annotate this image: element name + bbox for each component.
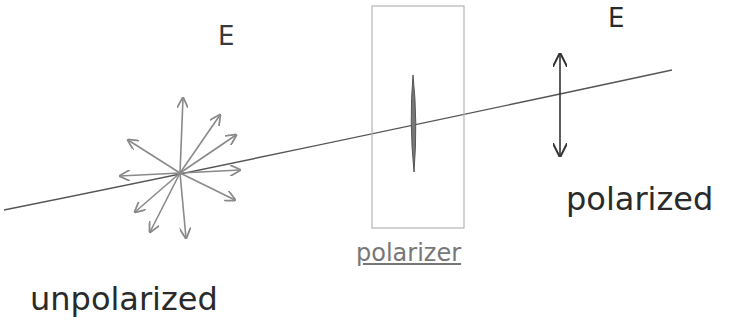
state-label: polarized: [566, 182, 713, 217]
state-label: unpolarized: [30, 282, 218, 317]
polarizer-axis: [411, 75, 416, 172]
field-label: E: [218, 22, 234, 51]
polarized-field-arrow: [559, 54, 561, 156]
field-label: E: [608, 4, 624, 33]
unpolarized-field-arrows: [120, 98, 240, 238]
component-label: polarizer: [356, 240, 461, 266]
polarizer-sheet: [372, 6, 464, 228]
